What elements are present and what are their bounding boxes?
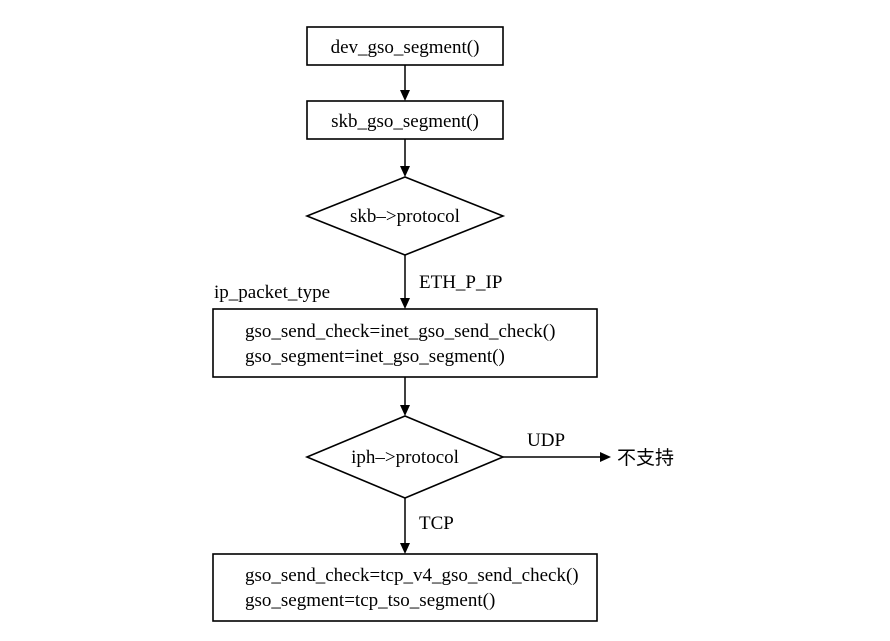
tcp-tso-segment-label: gso_segment=tcp_tso_segment() [245, 590, 495, 611]
dev-gso-segment-label: dev_gso_segment() [331, 37, 480, 58]
skb-protocol-label: skb–>protocol [350, 206, 460, 227]
iph-protocol-label: iph–>protocol [351, 447, 459, 468]
ip-packet-type-label: ip_packet_type [214, 282, 330, 303]
tcp-gso-send-check-label: gso_send_check=tcp_v4_gso_send_check() [245, 565, 579, 586]
arrow-head [400, 405, 410, 416]
tcp-label: TCP [419, 513, 454, 534]
dev-gso-segment-box [306, 26, 504, 66]
inet-gso-box [212, 308, 598, 378]
arrow-head [400, 166, 410, 177]
skb-gso-segment-label: skb_gso_segment() [331, 111, 479, 132]
inet-gso-segment-label: gso_segment=inet_gso_segment() [245, 346, 505, 367]
arrow-head [600, 452, 611, 462]
eth-p-ip-label: ETH_P_IP [419, 272, 502, 293]
udp-label: UDP [527, 430, 565, 451]
inet-gso-send-check-label: gso_send_check=inet_gso_send_check() [245, 321, 555, 342]
arrow-head [400, 543, 410, 554]
tcp-gso-box [212, 553, 598, 622]
skb-gso-segment-box [306, 100, 504, 140]
arrow-head [400, 90, 410, 101]
arrow-head [400, 298, 410, 309]
not-supported-label: 不支持 [617, 447, 674, 469]
